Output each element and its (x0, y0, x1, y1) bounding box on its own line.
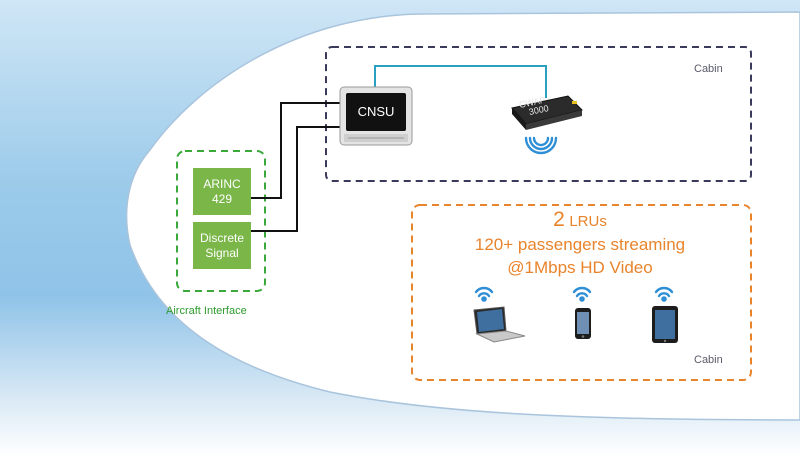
stats-line3: @1Mbps HD Video (507, 258, 653, 277)
arinc-connector (251, 102, 342, 199)
aircraft-fuselage (125, 11, 800, 421)
discrete-line1: Discrete (199, 231, 244, 245)
discrete-box (193, 222, 251, 269)
stats-line1: 2 LRUs (430, 208, 730, 233)
arinc-label: ARINC 429 (193, 177, 251, 207)
laptop-icon (473, 306, 526, 343)
discrete-connector (251, 126, 342, 232)
stats-lru-unit: LRUs (569, 213, 607, 230)
phone-wifi-icon (572, 286, 592, 302)
laptop-wifi-icon (474, 286, 494, 302)
stats-line2: 120+ passengers streaming (474, 235, 686, 254)
tablet-icon (652, 306, 678, 343)
cabin-bottom-border (411, 204, 752, 381)
cwap-wifi-icon (524, 136, 558, 155)
stats-block: 2 LRUs 120+ passengers streaming @1Mbps … (430, 208, 730, 279)
arinc-box (193, 168, 251, 215)
cabin-top-label: Cabin (694, 63, 723, 75)
cnsu-label: CNSU (357, 104, 395, 119)
aircraft-interface-label: Aircraft Interface (166, 305, 247, 317)
cabin-bottom-label: Cabin (694, 354, 723, 366)
discrete-line2: Signal (205, 246, 239, 260)
stats-lru-count: 2 (553, 208, 565, 231)
cnsu-device (339, 86, 413, 146)
cwap-device (511, 95, 583, 130)
cnsu-cwap-connector (374, 65, 547, 98)
tablet-wifi-icon (654, 286, 674, 302)
aircraft-interface-border (176, 150, 266, 292)
discrete-label: Discrete Signal (193, 231, 251, 261)
smartphone-icon (575, 308, 591, 339)
arinc-line1: ARINC (203, 177, 241, 191)
cabin-top-border (325, 46, 752, 182)
arinc-line2: 429 (211, 192, 233, 206)
